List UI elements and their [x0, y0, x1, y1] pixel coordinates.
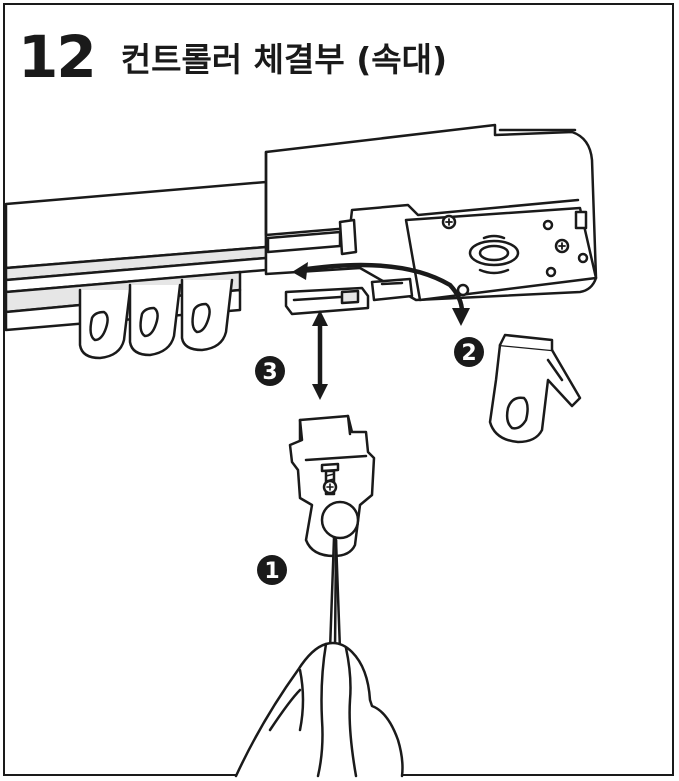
callout-3-number: 3 — [262, 360, 277, 385]
connector-block — [284, 286, 370, 316]
callout-badge-1: 1 — [257, 555, 287, 585]
callout-badge-2: 2 — [454, 337, 484, 367]
rotate-arrow — [292, 262, 470, 326]
callout-2-number: 2 — [461, 341, 476, 366]
rail-carrier-parts — [266, 218, 414, 302]
end-cap-part — [488, 333, 582, 444]
hook-bracket — [288, 414, 376, 558]
insert-double-arrow — [312, 310, 328, 400]
hand — [234, 641, 404, 778]
rail-gliders — [78, 278, 234, 360]
step-number: 12 — [18, 23, 97, 91]
callout-1-number: 1 — [264, 559, 279, 584]
step-header: 12 컨트롤러 체결부 (속대) — [18, 22, 447, 92]
motor-controller-head — [264, 123, 598, 302]
callout-badge-3: 3 — [255, 356, 285, 386]
step-title: 컨트롤러 체결부 (속대) — [120, 39, 448, 79]
